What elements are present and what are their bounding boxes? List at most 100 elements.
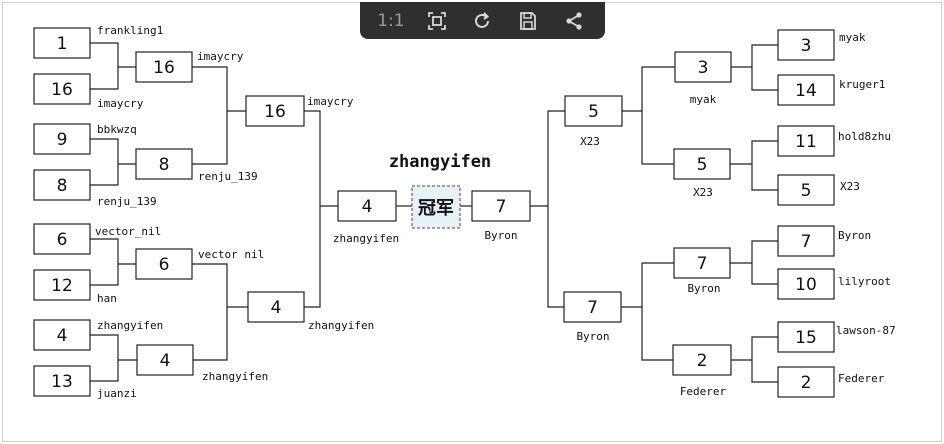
left-r2-player-name: renju_139 <box>198 170 258 183</box>
left-r1-player-name: frankling1 <box>97 24 163 37</box>
final-right-slot-box <box>471 190 531 222</box>
right-r2-slot-seed: 5 <box>697 155 708 175</box>
left-r1-connector <box>90 238 119 286</box>
left-r1-slot-box <box>33 169 91 201</box>
right-r1-slot-box <box>777 29 835 61</box>
share-button[interactable] <box>559 6 589 36</box>
right-r2-connector <box>641 262 674 361</box>
left-r2-slot-seed: 6 <box>159 255 170 275</box>
right-r3-slot-box <box>564 95 623 127</box>
right-r3-slot-seed: 5 <box>588 102 599 122</box>
left-r3-slot-box <box>247 291 305 323</box>
left-r1-player-name: vector_nil <box>95 225 161 238</box>
right-r1-player-name: lilyroot <box>838 275 891 288</box>
right-r1-slot-box <box>777 125 835 157</box>
right-r2-player-name: myak <box>690 93 717 106</box>
right-r1-connector <box>751 44 778 91</box>
final-left-player-name: zhangyifen <box>333 232 399 245</box>
left-r1-slot-seed: 9 <box>57 130 68 150</box>
right-r2-player-name: Byron <box>687 282 720 295</box>
right-r1-player-name: myak <box>839 31 866 44</box>
left-r1-slot-seed: 8 <box>57 176 68 196</box>
left-r1-slot-box <box>33 269 91 301</box>
left-r1-slot-box <box>33 123 91 155</box>
final-left-slot-box <box>337 190 397 222</box>
right-r1-player-name: hold8zhu <box>838 130 891 143</box>
left-r2-player-name: imaycry <box>197 50 244 63</box>
left-r1-slot-seed: 4 <box>57 326 68 346</box>
left-r2-slot-box <box>135 248 193 280</box>
save-button[interactable] <box>513 6 543 36</box>
right-r3-player-name: X23 <box>580 135 600 148</box>
right-r1-slot-box <box>777 174 835 206</box>
right-r1-slot-box <box>777 366 835 398</box>
left-r1-player-name: imaycry <box>97 97 144 110</box>
left-r1-player-name: bbkwzq <box>97 123 137 136</box>
left-r1-player-name: renju_139 <box>97 195 157 208</box>
right-r2-slot-box <box>672 344 732 376</box>
fit-screen-button[interactable] <box>422 6 452 36</box>
rotate-icon <box>475 11 490 28</box>
right-r3-slot-seed: 7 <box>587 298 598 318</box>
left-r3-player-name: zhangyifen <box>308 319 374 332</box>
right-r1-slot-seed: 10 <box>795 275 817 295</box>
champion-box <box>411 185 461 229</box>
image-viewer-toolbar: 1:1 <box>360 2 605 39</box>
actual-size-button[interactable]: 1:1 <box>376 6 406 36</box>
right-r1-slot-seed: 3 <box>801 36 812 56</box>
left-r1-slot-box <box>33 73 91 105</box>
left-r1-slot-box <box>33 365 91 397</box>
right-r1-slot-box <box>777 268 835 300</box>
right-r1-player-name: X23 <box>840 180 860 193</box>
right-r3-slot-box <box>563 291 622 323</box>
ratio-1-1-icon: 1:1 <box>377 10 405 31</box>
left-r3-slot-seed: 4 <box>271 298 282 318</box>
left-r2-slot-box <box>135 51 193 83</box>
left-r2-connector <box>192 263 228 361</box>
left-r2-slot-seed: 16 <box>153 58 175 78</box>
left-r3-slot-seed: 16 <box>264 102 286 122</box>
left-r2-player-name: zhangyifen <box>202 370 268 383</box>
right-r1-player-name: Byron <box>838 229 871 242</box>
left-r2-slot-box <box>135 148 193 180</box>
fit-screen-icon <box>427 11 446 30</box>
left-r2-slot-box <box>136 344 194 376</box>
right-r1-slot-seed: 14 <box>795 81 817 101</box>
right-r1-slot-seed: 2 <box>801 373 812 393</box>
left-r1-connector <box>90 138 119 186</box>
right-r1-slot-seed: 7 <box>801 232 812 252</box>
right-r3-player-name: Byron <box>576 330 609 343</box>
right-r2-slot-box <box>674 51 732 83</box>
rotate-button[interactable] <box>467 6 497 36</box>
right-r1-player-name: Federer <box>838 372 885 385</box>
left-r1-slot-seed: 16 <box>51 80 73 100</box>
right-r1-connector <box>751 240 778 285</box>
right-r1-connector <box>751 140 778 191</box>
left-r2-player-name: vector nil <box>198 248 264 261</box>
right-r2-slot-seed: 2 <box>697 351 708 371</box>
left-r1-slot-box <box>33 319 91 351</box>
right-r2-slot-seed: 7 <box>697 254 708 274</box>
share-icon <box>566 11 582 30</box>
right-r2-slot-seed: 3 <box>698 58 709 78</box>
right-r1-player-name: kruger1 <box>839 78 885 91</box>
floppy-disk-icon <box>520 11 537 30</box>
left-r2-slot-seed: 4 <box>160 351 171 371</box>
right-r1-slot-box <box>777 321 835 353</box>
left-r1-player-name: zhangyifen <box>97 319 163 332</box>
left-r1-connector <box>90 42 119 90</box>
left-r1-connector <box>90 334 119 382</box>
left-r1-slot-box <box>33 27 91 59</box>
left-r1-slot-box <box>33 223 91 255</box>
right-r1-slot-box <box>777 74 835 106</box>
right-r2-connector <box>641 66 675 165</box>
left-r1-player-name: han <box>97 292 117 305</box>
right-r1-slot-box <box>777 225 835 257</box>
right-r1-connector <box>751 336 778 383</box>
champion-name: zhangyifen <box>389 152 491 172</box>
right-r3-connector <box>547 110 565 308</box>
right-r1-slot-seed: 11 <box>795 132 817 152</box>
left-r2-slot-seed: 8 <box>159 155 170 175</box>
